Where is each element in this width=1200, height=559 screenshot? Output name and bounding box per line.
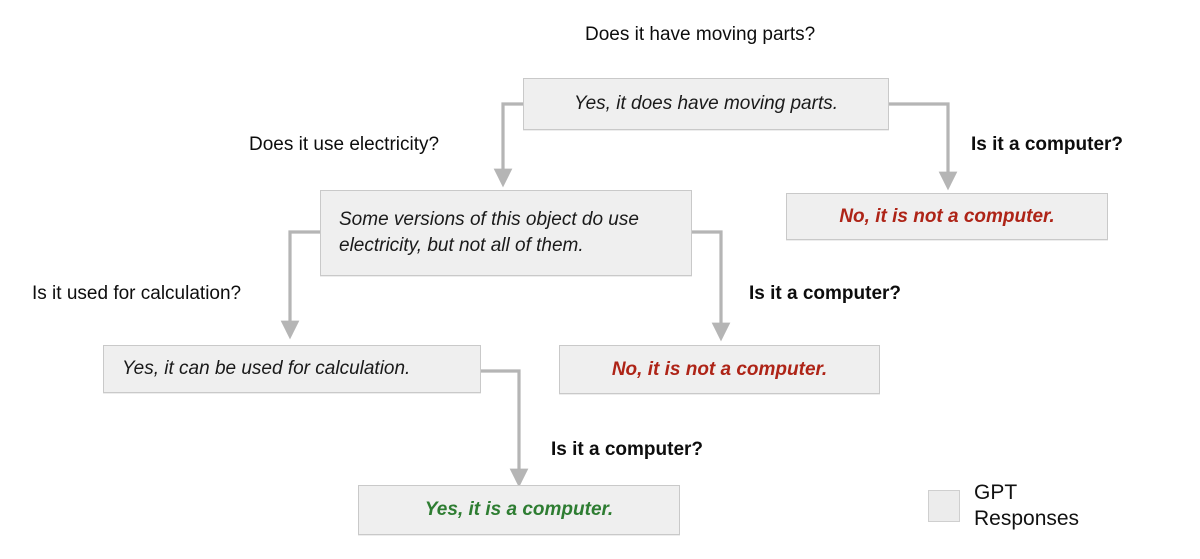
legend-label: GPT Responses [974,480,1079,533]
edge-label-calculation-question: Is it used for calculation? [32,283,242,304]
legend-label-line1: GPT [974,481,1018,504]
edge-electricity-to-not-computer-mid [691,230,731,342]
response-text-electricity: Some versions of this object do use elec… [339,209,639,256]
legend-label-line2: Responses [974,507,1080,531]
edge-label-electricity-question: Does it use electricity? [249,134,440,155]
edge-label-computer-question-bottom: Is it a computer? [551,439,704,460]
response-box-not-computer-right[interactable]: No, it is not a computer. [786,193,1108,240]
response-box-moving-parts[interactable]: Yes, it does have moving parts. [523,78,889,130]
response-text-not-computer-right: No, it is not a computer. [839,205,1055,227]
response-text-is-computer: Yes, it is a computer. [424,499,614,521]
response-text-moving-parts: Yes, it does have moving parts. [573,93,839,115]
response-text-not-computer-mid: No, it is not a computer. [611,358,828,380]
edge-moving-parts-to-electricity [493,102,524,188]
edge-calculation-to-is-computer [481,369,529,488]
gpt-response-swatch [928,490,960,523]
root-question: Does it have moving parts? [585,24,816,45]
edge-moving-parts-to-not-computer-right [888,102,958,191]
edge-electricity-to-calculation [280,230,321,340]
response-text-calculation: Yes, it can be used for calculation. [122,358,411,380]
response-box-electricity[interactable]: Some versions of this object do use elec… [320,190,692,276]
response-box-calculation[interactable]: Yes, it can be used for calculation. [103,345,481,393]
response-box-is-computer[interactable]: Yes, it is a computer. [358,485,680,535]
edge-label-computer-question-mid: Is it a computer? [749,283,902,304]
response-box-not-computer-mid[interactable]: No, it is not a computer. [559,345,880,394]
edge-label-computer-question-right: Is it a computer? [971,134,1124,155]
legend: GPT Responses [928,480,1079,533]
